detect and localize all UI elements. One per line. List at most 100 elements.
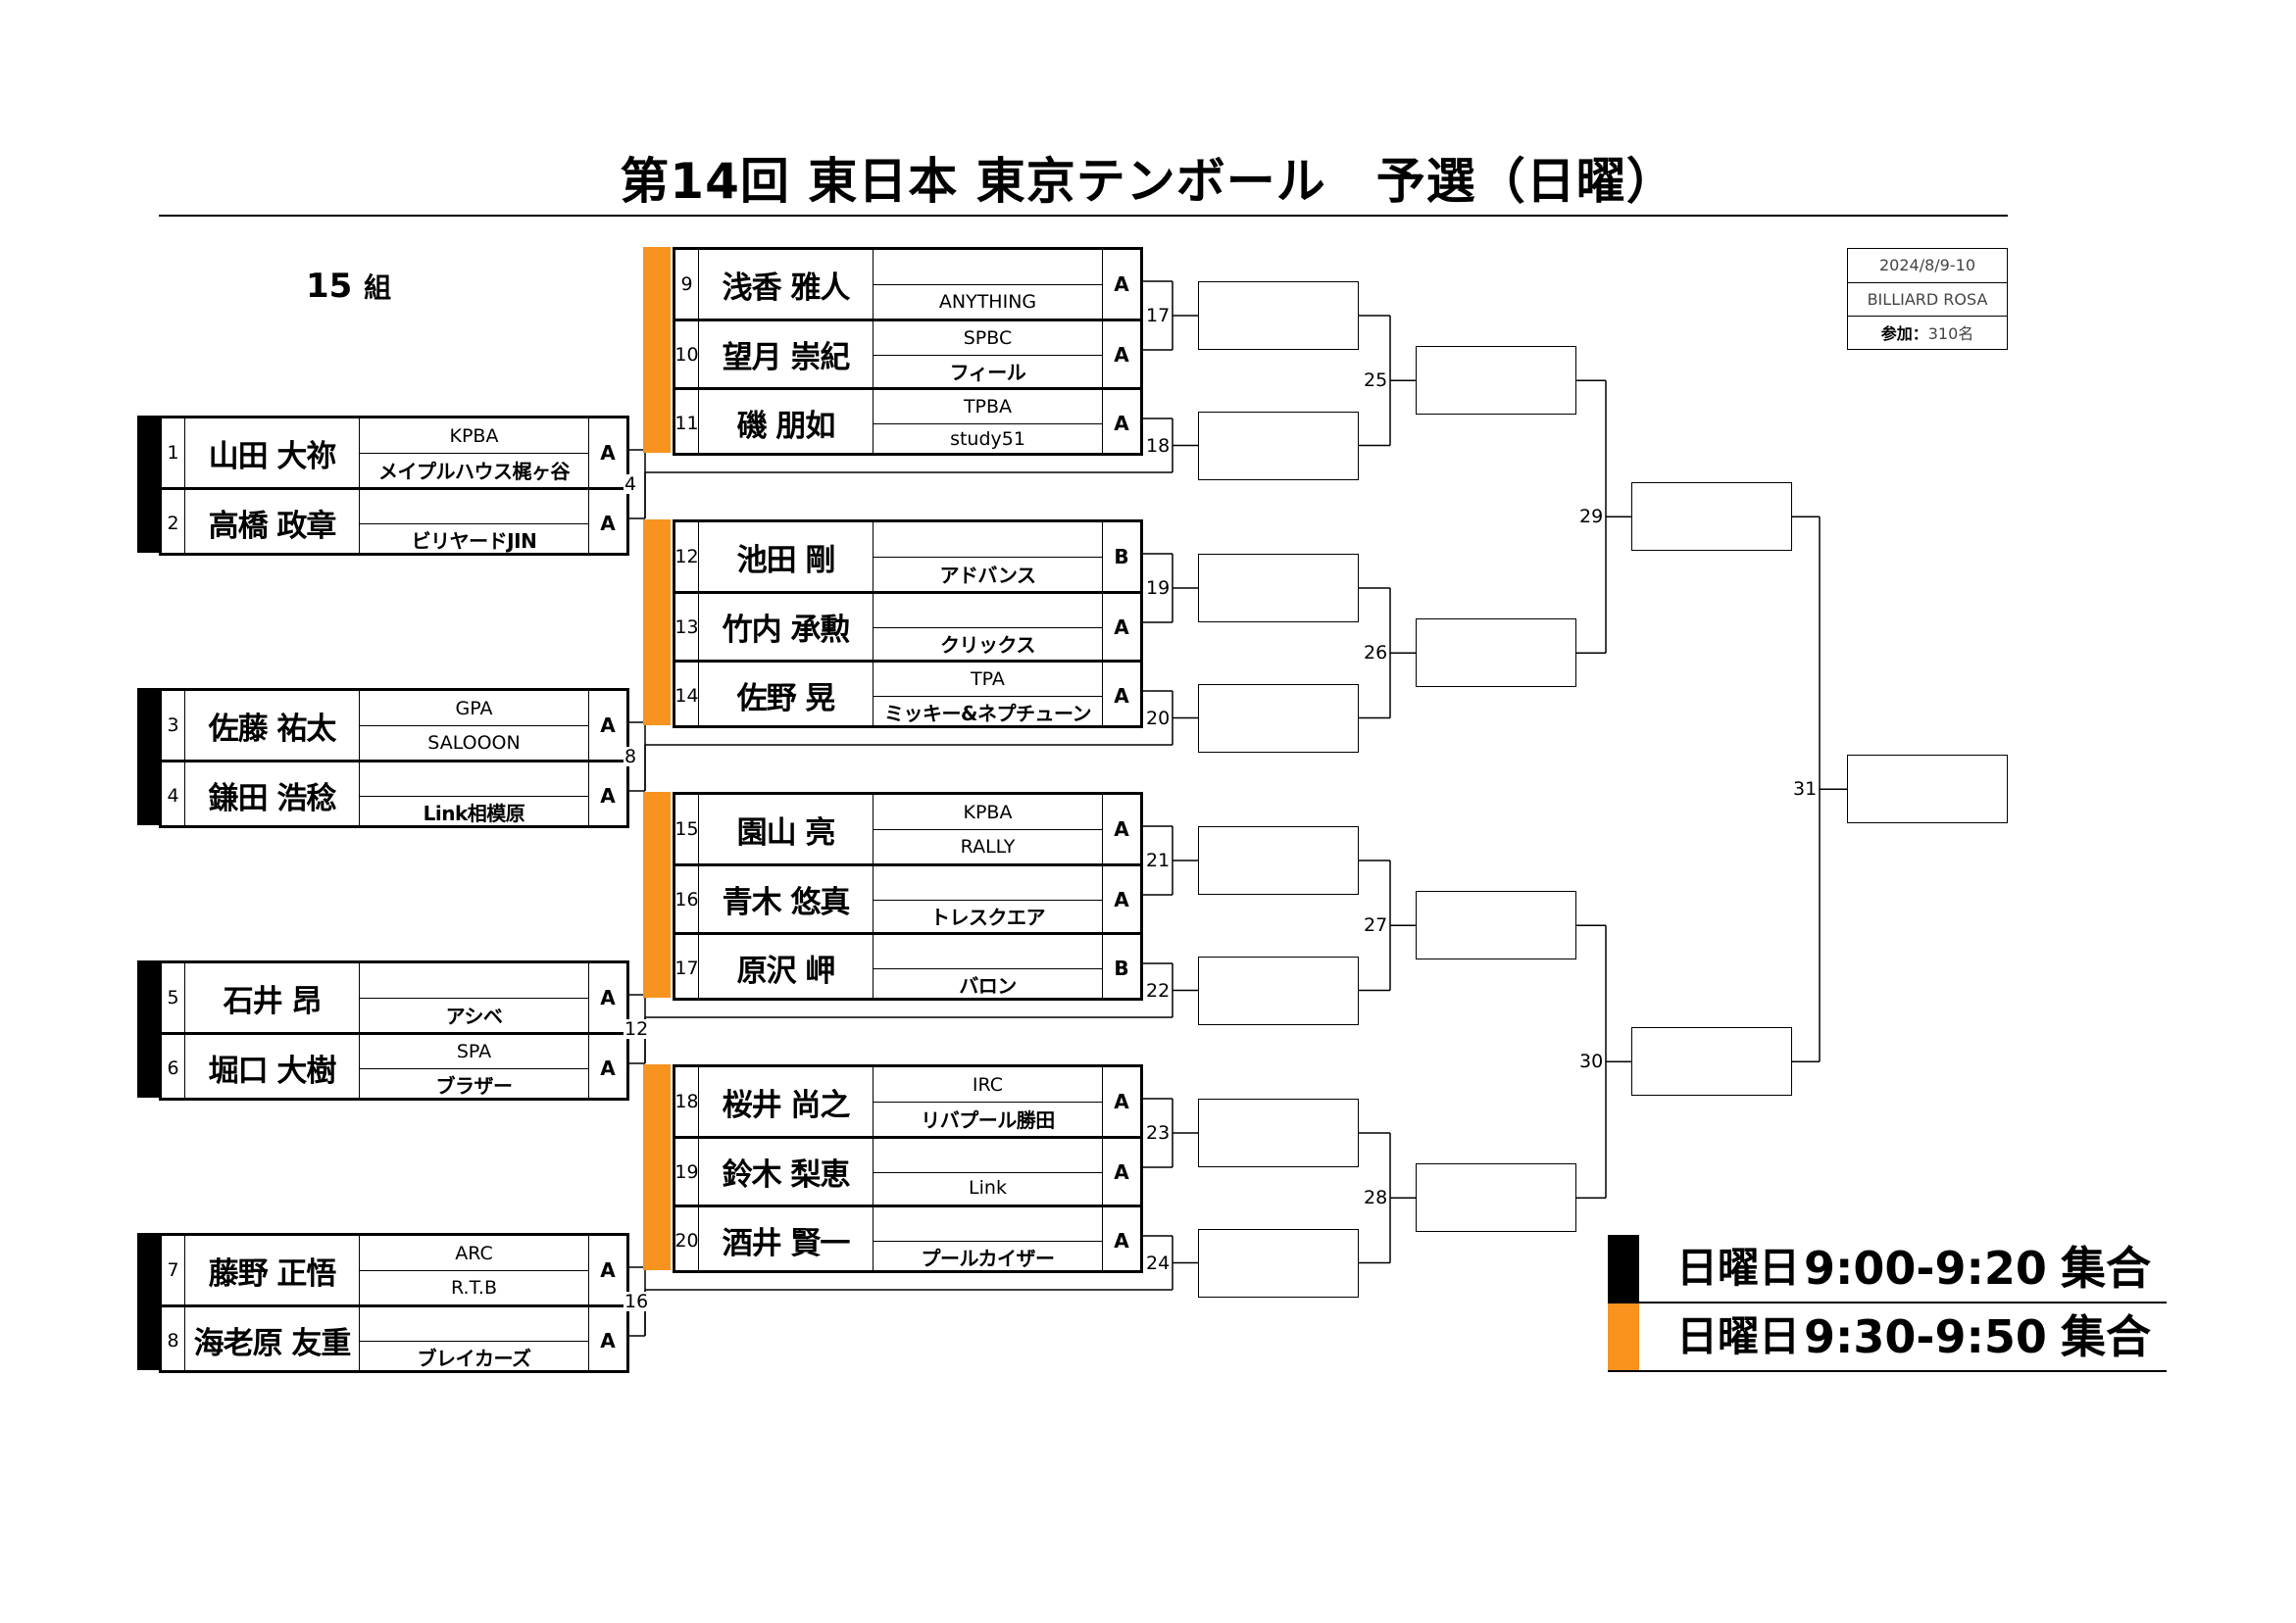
player-class: A: [1114, 615, 1129, 639]
player-class: A: [1114, 887, 1129, 911]
team-name: トレスクエア: [930, 905, 1046, 929]
session-bar-black: [137, 688, 159, 825]
result-box-round2: [1416, 618, 1576, 688]
match-number: 24: [1145, 1252, 1172, 1274]
result-box-round1: [1198, 1228, 1359, 1298]
match-number: 19: [1145, 577, 1172, 599]
team-name: リバプール勝田: [921, 1108, 1055, 1132]
team-name: ミッキー&ネプチューン: [884, 701, 1091, 725]
player-team: Link: [873, 1139, 1103, 1205]
result-box-final: [1847, 755, 2008, 824]
team-line-2: メイプルハウス梶ヶ谷: [360, 453, 588, 487]
player-name: 山田 大祢: [185, 418, 360, 487]
team-name: R.T.B: [451, 1276, 497, 1299]
team-line-1: IRC: [873, 1067, 1102, 1103]
player-class: A: [1114, 342, 1129, 367]
team-affiliation: SPBC: [963, 326, 1013, 349]
legend-divider-2: [1608, 1370, 2167, 1372]
player-name: 原沢 岬: [699, 935, 873, 1001]
player-seed-number: 6: [162, 1035, 185, 1101]
result-box-round1: [1198, 826, 1359, 895]
session-bar-black: [137, 416, 159, 553]
player-name: 竹内 承勲: [699, 594, 873, 660]
player-seed-number: 17: [674, 935, 699, 1001]
legend-row-2: 日曜日 9:30-9:50 集合: [1608, 1303, 2167, 1370]
player-team: Link相模原: [360, 762, 589, 828]
player-name: 鎌田 浩稔: [185, 762, 360, 828]
team-line-2: フィール: [873, 355, 1102, 388]
result-box-round1: [1198, 411, 1359, 480]
player-name: 酒井 賢一: [699, 1207, 873, 1273]
team-line-1: KPBA: [360, 418, 588, 454]
team-line-2: study51: [873, 423, 1102, 457]
player-name: 磯 朋如: [699, 390, 873, 456]
session-bar-orange: [643, 247, 671, 453]
team-name: ブレイカーズ: [417, 1346, 532, 1370]
player-class: A: [1114, 272, 1129, 296]
player-team: ブレイカーズ: [360, 1307, 589, 1373]
player-seed-number: 4: [162, 762, 185, 828]
team-line-1: [360, 762, 588, 797]
player-name: 高橋 政章: [185, 490, 360, 556]
team-line-1: [873, 1139, 1102, 1173]
team-name: バロン: [959, 973, 1017, 998]
team-name: study51: [950, 428, 1025, 451]
match-number: 12: [624, 1018, 650, 1040]
player-seed-number: 20: [674, 1207, 699, 1273]
match-number: 21: [1145, 850, 1172, 871]
session-bar-orange: [643, 1064, 671, 1270]
team-line-2: ANYTHING: [873, 284, 1102, 319]
player-name: 浅香 雅人: [699, 250, 873, 319]
result-box-round1: [1198, 1099, 1359, 1167]
player-seed-number: 10: [674, 321, 699, 387]
match-number: 4: [624, 473, 638, 495]
team-line-2: バロン: [873, 968, 1102, 1002]
match-number: 30: [1578, 1051, 1605, 1073]
team-name: ビリヤードJIN: [411, 528, 537, 553]
group-label: 15 組: [306, 267, 391, 306]
player-team: IRC リバプール勝田: [873, 1067, 1103, 1136]
team-line-1: [873, 250, 1102, 285]
player-seed-number: 14: [674, 663, 699, 728]
match-number: 31: [1792, 778, 1819, 801]
player-team: クリックス: [873, 594, 1103, 660]
team-name: クリックス: [940, 632, 1035, 657]
legend-row-1: 日曜日 9:00-9:20 集合: [1608, 1235, 2167, 1302]
player-class: A: [600, 1258, 616, 1282]
player-seed-number: 8: [162, 1307, 185, 1373]
team-line-1: [873, 866, 1102, 901]
team-name: メイプルハウス梶ヶ谷: [378, 460, 571, 483]
team-line-1: KPBA: [873, 795, 1102, 830]
team-affiliation: ARC: [455, 1242, 493, 1264]
player-seed-number: 15: [674, 795, 699, 863]
team-line-2: ブラザー: [360, 1068, 588, 1102]
team-line-2: ミッキー&ネプチューン: [873, 696, 1102, 729]
result-box-round2: [1416, 891, 1576, 960]
player-team: トレスクエア: [873, 866, 1103, 932]
team-line-2: RALLY: [873, 829, 1102, 863]
result-box-round1: [1198, 956, 1359, 1025]
team-line-1: [873, 594, 1102, 628]
team-line-2: Link相模原: [360, 796, 588, 829]
match-number: 23: [1145, 1122, 1172, 1144]
team-line-1: SPBC: [873, 321, 1102, 356]
team-line-1: TPBA: [873, 390, 1102, 424]
participants-label: 参加：: [1880, 324, 1928, 344]
player-seed-number: 1: [162, 418, 185, 487]
player-class: A: [600, 511, 616, 535]
team-line-2: アドバンス: [873, 557, 1102, 591]
